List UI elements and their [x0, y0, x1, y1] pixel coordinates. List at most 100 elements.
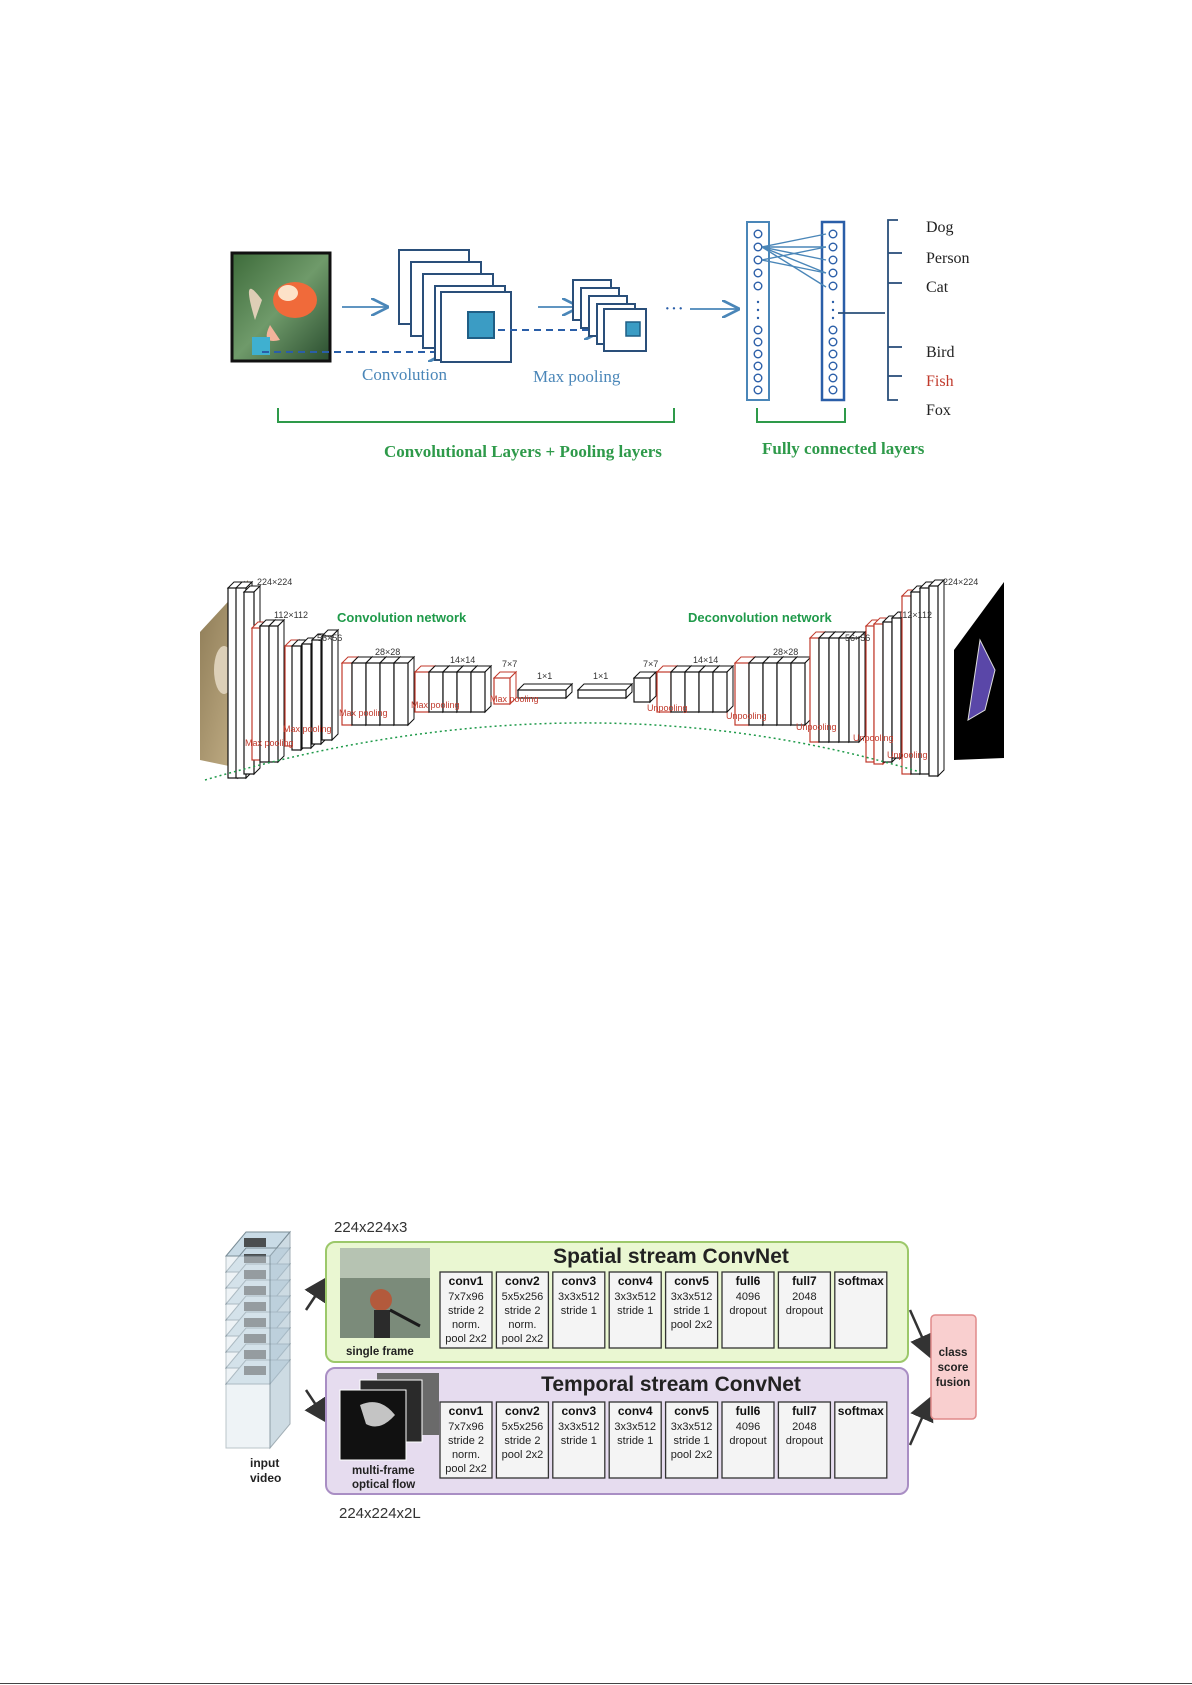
spatial-detail-conv5-0: 3x3x512 — [671, 1291, 713, 1303]
neuron-dot-1-0 — [831, 300, 835, 304]
unpool-label-1: Unpooling — [647, 703, 688, 713]
video-frame-figure-0 — [244, 1238, 266, 1247]
temporal-detail-conv2-0: 5x5x256 — [502, 1421, 544, 1433]
size-label-r4: 56×56 — [845, 633, 870, 643]
spatial-box-conv3 — [552, 1271, 606, 1349]
temporal-detail-conv4-0: 3x3x512 — [614, 1421, 656, 1433]
spatial-name-full6: full6 — [736, 1274, 761, 1288]
spatial-detail-conv3-0: 3x3x512 — [558, 1291, 600, 1303]
spatial-detail-conv4-0: 3x3x512 — [614, 1291, 656, 1303]
unpool-label-2: Unpooling — [726, 711, 767, 721]
two-stream-diagram: 224x224x3 224x224x2L input video Spatial… — [224, 1219, 977, 1522]
size-label-r0: 1×1 — [593, 671, 608, 681]
deconv-slab-28 — [698, 671, 714, 713]
neuron-1-5 — [828, 325, 838, 335]
neuron-1-10 — [828, 385, 838, 395]
page-bottom-rule — [0, 1683, 1192, 1684]
unpool-label-5: Unpooling — [887, 750, 928, 760]
neuron-1-6 — [828, 337, 838, 347]
temporal-detail-conv1-3: pool 2x2 — [445, 1463, 487, 1475]
neuron-0-1 — [753, 242, 763, 252]
class-dog: Dog — [926, 219, 954, 236]
input-video-label-2: video — [250, 1471, 281, 1485]
deconv-slab-top-23 — [576, 683, 634, 691]
output-mask-shape — [967, 638, 996, 721]
spatial-detail-full7-0: 2048 — [792, 1291, 816, 1303]
temporal-detail-conv2-1: stride 2 — [504, 1435, 540, 1447]
flow-caption-line-1: multi-frame — [352, 1465, 415, 1477]
pool-label-1: Max pooling — [245, 738, 294, 748]
temporal-detail-conv4-1: stride 1 — [617, 1435, 653, 1447]
neuron-0-2 — [753, 255, 763, 265]
max-pooling-label: Max pooling — [533, 367, 621, 386]
size-label-r6: 224×224 — [943, 577, 978, 587]
spatial-detail-conv1-2: norm. — [452, 1319, 480, 1331]
neuron-0-5 — [753, 325, 763, 335]
size-label-l2: 56×56 — [317, 633, 342, 643]
input-image — [230, 251, 332, 363]
conv-pool-bracket — [277, 408, 675, 423]
input-size-top: 224x224x3 — [334, 1219, 407, 1236]
deconv-slab-43 — [891, 617, 902, 759]
temporal-detail-full7-1: dropout — [786, 1435, 823, 1447]
deconv-slab-top-22 — [516, 683, 574, 691]
temporal-detail-conv5-2: pool 2x2 — [671, 1449, 713, 1461]
deconv-slab-39 — [848, 637, 860, 743]
neuron-1-1 — [828, 242, 838, 252]
temporal-box-conv2 — [495, 1401, 550, 1479]
deconv-slab-side-15 — [407, 655, 415, 727]
size-label-r3: 28×28 — [773, 647, 798, 657]
deconv-slab-7 — [291, 645, 302, 751]
spatial-detail-full6-0: 4096 — [736, 1291, 760, 1303]
conv-pool-group-label: Convolutional Layers + Pooling layers — [384, 442, 662, 461]
size-label-l1: 112×112 — [274, 610, 308, 620]
deconv-slab-side-24 — [649, 670, 657, 704]
deconv-slab-41 — [873, 623, 884, 765]
size-label-l4: 14×14 — [450, 655, 475, 665]
deconv-slab-15 — [393, 662, 409, 726]
spatial-detail-conv2-1: stride 2 — [504, 1305, 540, 1317]
deconv-slab-21 — [493, 677, 511, 705]
spatial-detail-conv2-0: 5x5x256 — [502, 1291, 544, 1303]
spatial-box-conv2 — [495, 1271, 550, 1349]
spatial-detail-full7-1: dropout — [786, 1305, 823, 1317]
class-cat: Cat — [926, 279, 949, 296]
class-score-fusion-box — [930, 1314, 977, 1420]
neuron-0-9 — [753, 373, 763, 383]
temporal-name-conv4: conv4 — [618, 1404, 653, 1418]
temporal-name-full6: full6 — [736, 1404, 761, 1418]
neuron-0-6 — [753, 337, 763, 347]
unpool-label-3: Unpooling — [796, 722, 837, 732]
deconv-slab-23 — [577, 689, 627, 699]
neuron-1-3 — [828, 268, 838, 278]
deconv-slab-8 — [301, 643, 312, 749]
neuron-1-8 — [828, 361, 838, 371]
cnn-diagram: Convolution Max pooling ··· Convolutiona… — [230, 219, 970, 461]
spatial-detail-conv2-2: norm. — [508, 1319, 536, 1331]
temporal-box-softmax — [834, 1401, 888, 1479]
deconv-slab-side-39 — [858, 630, 866, 744]
input-video-stack — [224, 1230, 292, 1450]
temporal-detail-conv1-2: norm. — [452, 1449, 480, 1461]
pool-label-4: Max pooling — [411, 700, 460, 710]
neuron-0-8 — [753, 361, 763, 371]
temporal-name-conv2: conv2 — [505, 1404, 540, 1418]
size-label-l5: 7×7 — [502, 659, 517, 669]
deconv-slab-side-29 — [726, 664, 734, 714]
video-stack-front — [225, 1255, 271, 1449]
spatial-detail-conv5-1: stride 1 — [674, 1305, 710, 1317]
deconv-slab-34 — [790, 662, 806, 726]
neuron-dot-0-2 — [756, 316, 760, 320]
temporal-name-conv1: conv1 — [449, 1404, 484, 1418]
temporal-detail-full6-1: dropout — [729, 1435, 766, 1447]
neuron-dot-1-2 — [831, 316, 835, 320]
class-bird: Bird — [926, 344, 954, 361]
spatial-stream-title: Spatial stream ConvNet — [553, 1245, 789, 1268]
temporal-box-conv4 — [608, 1401, 662, 1479]
convolution-stack — [398, 249, 512, 363]
temporal-name-full7: full7 — [792, 1404, 817, 1418]
fusion-label-3: fusion — [936, 1377, 971, 1389]
neuron-1-7 — [828, 349, 838, 359]
ellipsis-label: ··· — [664, 298, 684, 320]
spatial-name-softmax: softmax — [838, 1274, 884, 1288]
